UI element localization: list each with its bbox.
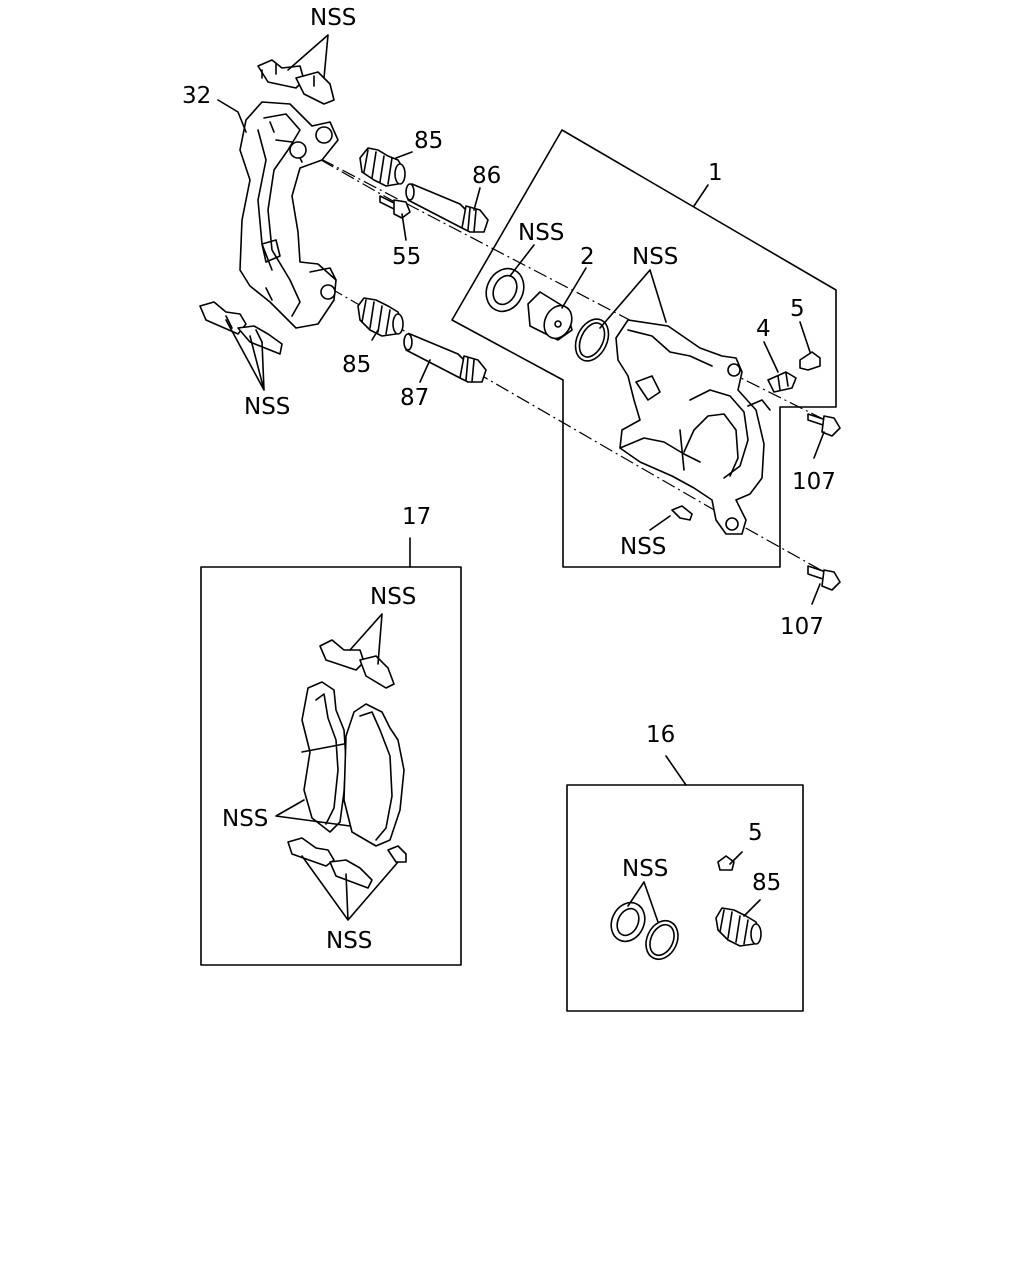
label-part-2: 2 — [580, 244, 595, 270]
label-part-5-top: 5 — [790, 296, 805, 322]
bottom-pad-clips — [199, 301, 283, 355]
dust-ring — [574, 318, 610, 362]
label-part-107-bottom: 107 — [780, 614, 824, 640]
guide-pin-87 — [403, 333, 487, 383]
bolt-107-bottom — [807, 565, 841, 591]
label-part-4: 4 — [756, 316, 771, 342]
bleeder-screw-4 — [767, 371, 797, 393]
label-nss-kit17-pads: NSS — [222, 806, 268, 832]
kit-17-bottom-clips — [287, 837, 407, 889]
piston-2 — [527, 291, 573, 341]
label-part-107-top: 107 — [792, 469, 836, 495]
bleeder-cap-5 — [799, 351, 821, 371]
label-nss-left: NSS — [244, 394, 290, 420]
label-nss-caliper: NSS — [632, 244, 678, 270]
label-part-5-kit: 5 — [748, 820, 763, 846]
guide-pin-86 — [405, 183, 489, 233]
label-part-85-top: 85 — [414, 128, 443, 154]
kit-16-ring — [645, 919, 679, 961]
kit-16-boot — [715, 907, 762, 947]
kit-17-pads — [301, 681, 405, 847]
kit-16-seal — [610, 901, 646, 943]
label-part-85-kit: 85 — [752, 870, 781, 896]
pin-boot-85-top — [359, 147, 406, 187]
bolt-107-top — [807, 413, 841, 437]
label-part-16: 16 — [646, 722, 675, 748]
label-nss-top: NSS — [310, 5, 356, 31]
kit-16-box — [566, 784, 804, 1012]
label-part-87: 87 — [400, 385, 429, 411]
kit-17-box — [200, 566, 462, 966]
label-nss-kit17-top: NSS — [370, 584, 416, 610]
caliper-bracket-32 — [239, 101, 339, 329]
label-part-55: 55 — [392, 244, 421, 270]
assembly-1-outline — [451, 129, 837, 568]
piston-seal — [485, 267, 525, 313]
centerline-upper — [299, 147, 836, 426]
label-part-86: 86 — [472, 163, 501, 189]
label-part-1: 1 — [708, 160, 723, 186]
top-pad-clips — [257, 59, 335, 105]
label-nss-pin: NSS — [620, 534, 666, 560]
kit-17-top-clips — [319, 639, 395, 689]
bolt-55 — [379, 195, 411, 219]
kit-16-cap — [717, 855, 735, 871]
label-part-17: 17 — [402, 504, 431, 530]
label-nss-seal: NSS — [518, 220, 564, 246]
pad-pin-clip — [671, 505, 693, 521]
leader-lines — [217, 34, 825, 923]
label-part-32: 32 — [182, 83, 211, 109]
caliper-body — [615, 319, 771, 535]
pin-boot-85-mid — [357, 297, 404, 337]
label-nss-kit16: NSS — [622, 856, 668, 882]
label-part-85-mid: 85 — [342, 352, 371, 378]
label-nss-kit17-bottom: NSS — [326, 928, 372, 954]
